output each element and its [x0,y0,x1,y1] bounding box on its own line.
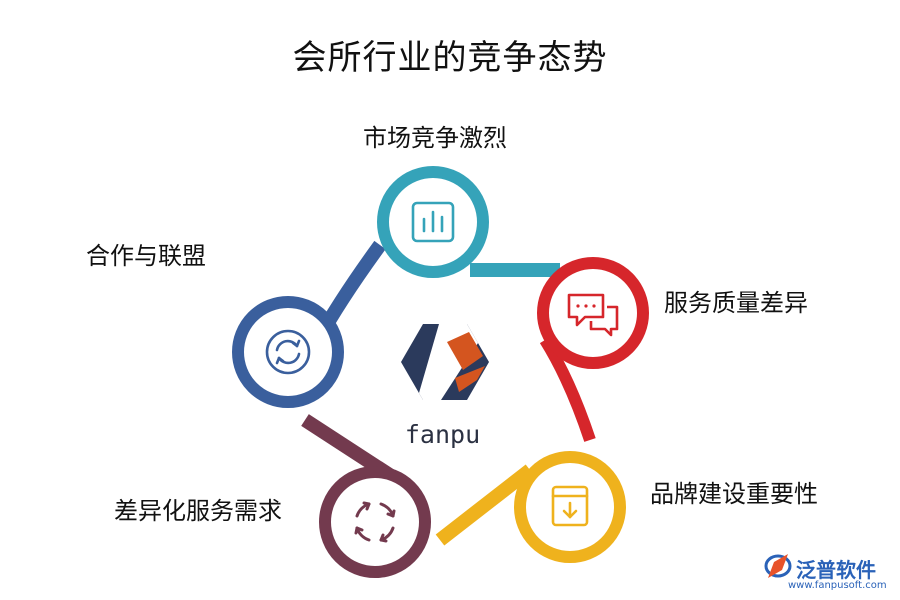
node-label-3: 品牌建设重要性 [650,480,818,508]
connector-3 [435,464,535,546]
chart-icon [411,201,455,243]
node-label-1: 市场竞争激烈 [363,124,507,152]
watermark-name: 泛普软件 [796,558,876,582]
page-title: 会所行业的竞争态势 [292,38,608,78]
chat-bubbles-icon [567,293,619,337]
node-ring-4 [319,466,431,578]
logo-text: fanpu [404,420,481,449]
refresh-icon [265,329,311,375]
watermark-logo [764,554,792,578]
node-ring-5 [232,296,344,408]
fanpu-logo [401,324,489,400]
watermark-url: www.fanpusoft.com [788,580,887,591]
node-ring-2 [537,257,649,369]
node-label-4: 差异化服务需求 [114,497,282,525]
node-label-5: 合作与联盟 [86,242,206,270]
download-box-icon [551,485,589,527]
rotate-arrows-icon [354,501,396,543]
node-label-2: 服务质量差异 [664,289,808,317]
